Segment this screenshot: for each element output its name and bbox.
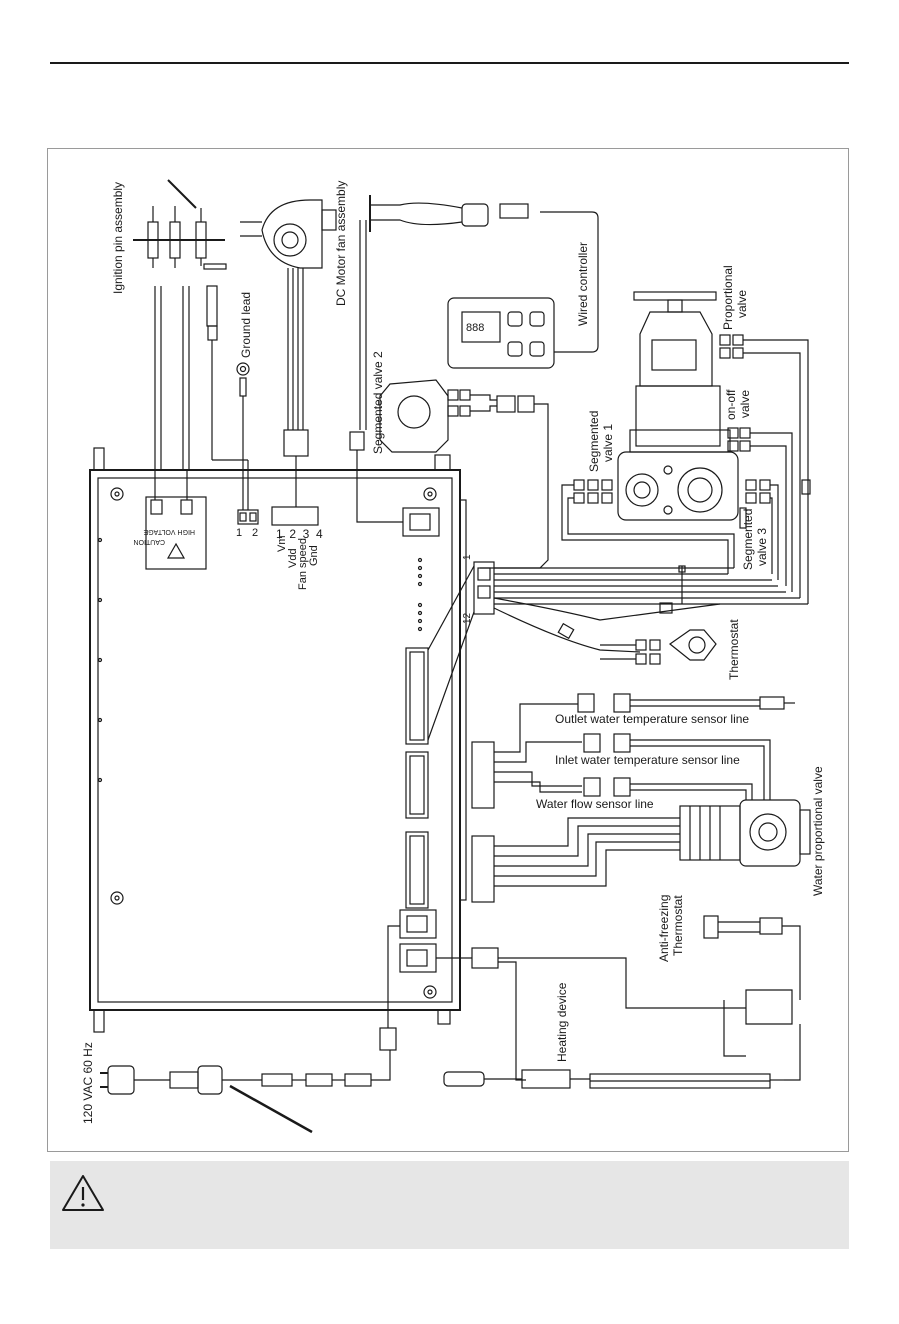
water-proportional-valve <box>679 799 811 867</box>
label-ignition-pin-assembly: Ignition pin assembly <box>111 182 125 294</box>
label-inlet-sensor: Inlet water temperature sensor line <box>555 753 740 767</box>
label-on-off-valve-2: valve <box>738 390 752 418</box>
ground-lead <box>211 340 250 510</box>
board-connector-sensors <box>405 751 429 819</box>
board-connector-water-valve <box>405 831 429 909</box>
label-outlet-sensor: Outlet water temperature sensor line <box>555 712 749 726</box>
dc-motor-fan-assembly <box>240 199 337 507</box>
label-segmented-valve-1-b: valve 1 <box>601 424 615 462</box>
ground-connector <box>237 509 259 525</box>
wired-controller <box>349 195 599 523</box>
gas-valve-body <box>617 451 739 521</box>
heating-device <box>436 947 784 1089</box>
label-anti-freezing-1: Anti-freezing <box>657 895 671 962</box>
label-on-off-valve-1: on-off <box>724 389 738 420</box>
ground-pin-1: 1 <box>236 527 242 539</box>
ground-pin-2: 2 <box>252 527 258 539</box>
controller-display: 888 <box>466 322 484 334</box>
board-connector-valve2 <box>402 507 440 537</box>
fan-pin-numbers: 1 2 3 4 <box>276 527 323 541</box>
fan-pin-vm: Vm <box>276 536 288 553</box>
segmented-valve-2 <box>379 379 549 569</box>
sensor-harness <box>471 693 795 903</box>
gas-valve-assembly <box>561 291 811 604</box>
label-segmented-valve-3-b: valve 3 <box>755 528 769 566</box>
label-flow-sensor: Water flow sensor line <box>536 797 654 811</box>
diagram-frame <box>47 148 849 1152</box>
label-proportional-valve-1: Proportional <box>721 265 735 330</box>
board-connector-power <box>399 909 437 939</box>
high-voltage-block <box>145 496 207 570</box>
fan-connector <box>271 506 319 526</box>
fan-pin-gnd: Gnd <box>308 545 320 566</box>
fan-pin-vdd: Vdd <box>287 548 299 568</box>
label-dc-motor-fan-assembly: DC Motor fan assembly <box>334 181 348 306</box>
harness-pin-first: 1 <box>462 554 473 560</box>
label-proportional-valve-2: valve <box>735 290 749 318</box>
label-ground-lead: Ground lead <box>239 292 253 358</box>
harness-pin-last: 12 <box>462 612 473 624</box>
diagram-labels: Ignition pin assembly DC Motor fan assem… <box>81 181 825 1124</box>
board-connector-heater <box>399 943 437 973</box>
label-segmented-valve-2: Segmented valve 2 <box>371 351 385 454</box>
board-connector-harness <box>405 647 429 745</box>
top-rule <box>50 62 849 64</box>
caution-text: CAUTION <box>134 538 166 545</box>
fan-pin-fan-speed: Fan speed <box>297 538 309 590</box>
power-cord <box>100 925 400 1134</box>
thermostat <box>600 629 717 665</box>
label-water-proportional-valve: Water proportional valve <box>811 766 825 896</box>
high-voltage-text: HIGH VOLTAGE <box>143 528 195 535</box>
label-anti-freezing-2: Thermostat <box>671 895 685 956</box>
label-heating-device: Heating device <box>555 982 569 1062</box>
board-pads <box>97 537 423 783</box>
label-wired-controller: Wired controller <box>576 242 590 326</box>
ignition-pin-assembly <box>133 179 227 500</box>
label-power-supply: 120 VAC 60 Hz <box>81 1042 95 1124</box>
label-segmented-valve-1-a: Segmented <box>587 411 601 472</box>
harness-connector <box>427 561 808 741</box>
warning-box <box>50 1161 849 1249</box>
control-board <box>89 447 467 1033</box>
warning-icon <box>62 1175 104 1211</box>
anti-freezing-thermostat <box>703 915 801 1081</box>
label-segmented-valve-3-a: Segmented <box>741 509 755 570</box>
label-thermostat: Thermostat <box>727 619 741 680</box>
